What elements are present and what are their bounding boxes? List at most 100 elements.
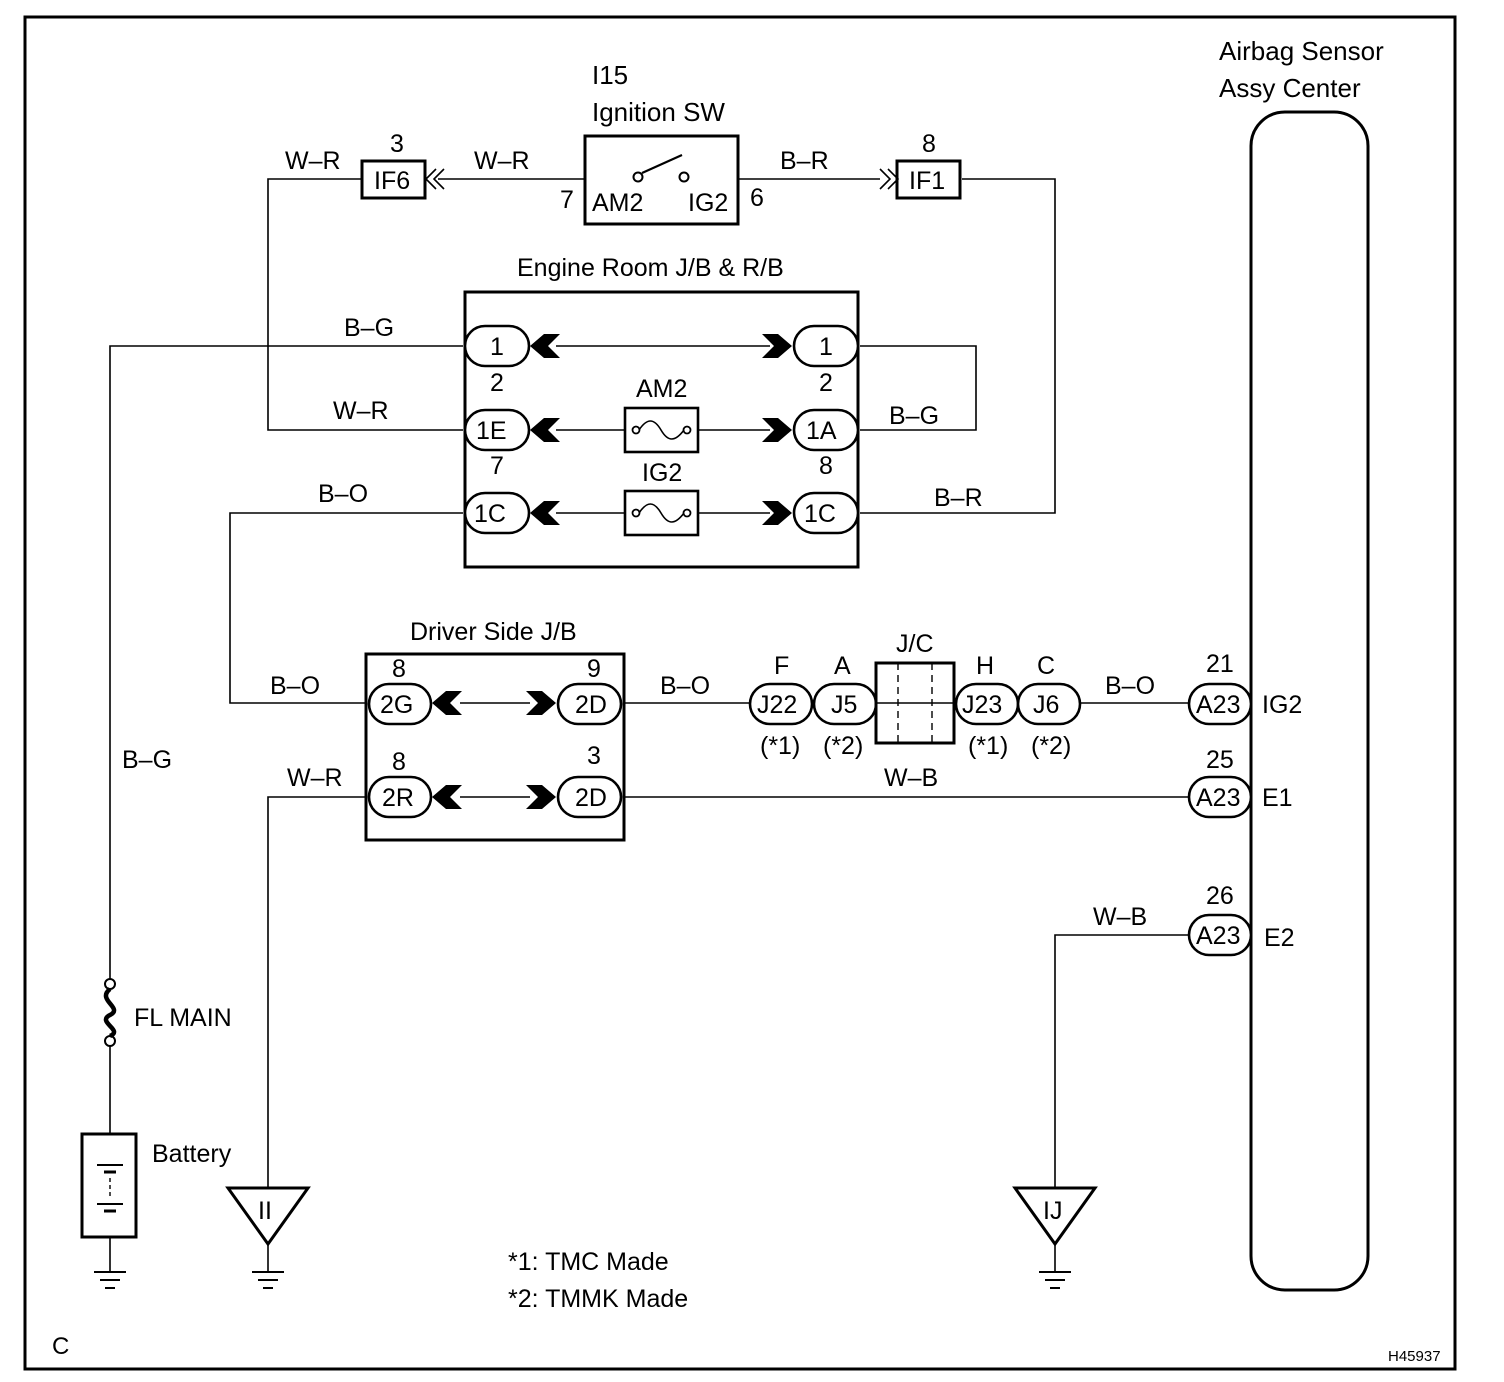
airbag-conn-a23-e1 [1187, 775, 1253, 819]
airbag-conn-a23-ig2 [1187, 682, 1253, 726]
connector-arrow-icon [530, 418, 560, 442]
erjb-left-label-3: 1C [474, 500, 506, 528]
airbag-term-e2: E2 [1264, 924, 1295, 952]
fuse-ig2-label: IG2 [642, 459, 682, 487]
ground-triangle-icon [1012, 1186, 1098, 1247]
j5-note: (*2) [823, 732, 863, 760]
djb-left-num-2: 8 [392, 748, 406, 776]
airbag-title-line2: Assy Center [1219, 73, 1361, 103]
connector-arrow-icon [432, 691, 462, 715]
j23-label: J23 [962, 691, 1002, 719]
ground-triangle-icon [225, 1186, 311, 1247]
if1-arrow-icon [879, 168, 900, 190]
erjb-left-label-1: 1 [490, 333, 504, 361]
wire-label: B–O [318, 480, 368, 508]
airbag-conn-a23-e2 [1187, 913, 1253, 957]
djb-right-conn-1 [556, 682, 623, 726]
wire-label: W–B [1093, 903, 1147, 931]
junction-connectors: F J22 (*1) A J5 (*2) J/C H J23 (*1) C J6… [748, 630, 1082, 760]
wire-label: B–O [270, 672, 320, 700]
djb-right-label-2: 2D [575, 784, 607, 812]
if6-pin: 3 [390, 130, 404, 158]
ignition-switch: I15 Ignition SW AM2 IG2 7 6 [560, 60, 764, 226]
djb-right-num-2: 3 [587, 742, 601, 770]
erjb-right-label-1: 1 [819, 333, 833, 361]
airbag-pin-21: 21 [1206, 650, 1234, 678]
if1-pin: 8 [922, 130, 936, 158]
djb-right-conn-2 [556, 775, 623, 819]
engine-room-jb-title: Engine Room J/B & R/B [517, 254, 784, 282]
wire-label: B–G [344, 314, 394, 342]
ignition-term-am2: AM2 [592, 189, 643, 217]
note-tmmk: *2: TMMK Made [508, 1285, 688, 1313]
fuse-am2-icon [638, 420, 685, 440]
battery-icon [80, 1132, 138, 1239]
j6-label: J6 [1033, 691, 1059, 719]
ignition-switch-name: Ignition SW [592, 97, 725, 127]
erjb-right-num-3: 8 [819, 452, 833, 480]
erjb-left-num-2: 2 [490, 369, 504, 397]
switch-blade [641, 153, 683, 175]
wires [109, 178, 1189, 1272]
wire-label: B–G [122, 746, 172, 774]
jc-label: J/C [896, 630, 934, 658]
wire-label: B–R [934, 484, 983, 512]
wire-label: W–R [333, 397, 389, 425]
erjb-left-conn-3 [463, 491, 531, 535]
ignition-term-ig2: IG2 [688, 189, 728, 217]
ignition-switch-ref: I15 [592, 60, 628, 90]
connector-if6: 3 IF6 [360, 130, 445, 200]
if6-arrow-icon [424, 168, 445, 190]
erjb-right-label-2: 1A [806, 417, 837, 445]
j22-note: (*1) [760, 732, 800, 760]
figure-id: H45937 [1388, 1348, 1441, 1365]
wire-color-labels: W–R W–R B–R B–G W–R B–G B–O B–R B–O B–O … [122, 147, 1155, 931]
ground-label-ii: II [258, 1197, 272, 1225]
j23-letter: H [976, 652, 994, 680]
wire-label: B–O [1105, 672, 1155, 700]
wire-label: B–R [780, 147, 829, 175]
connector-arrow-icon [432, 785, 462, 809]
erjb-left-num-3: 7 [490, 452, 504, 480]
switch-contact-right [678, 171, 690, 183]
ground-point-ii: II [225, 1186, 311, 1289]
j6-letter: C [1037, 652, 1055, 680]
djb-right-num-1: 9 [587, 655, 601, 683]
erjb-left-conn-2 [463, 408, 531, 452]
djb-left-conn-1 [367, 682, 433, 726]
j22-label: J22 [757, 691, 797, 719]
erjb-right-conn-3 [792, 491, 860, 535]
if6-label: IF6 [374, 167, 410, 195]
battery-label: Battery [152, 1140, 232, 1168]
fuse-am2-label: AM2 [636, 375, 687, 403]
corner-label: C [52, 1333, 69, 1360]
connector-if1: 8 IF1 [879, 130, 962, 200]
airbag-conn-label-3: A23 [1196, 922, 1240, 950]
airbag-conn-label-2: A23 [1196, 784, 1240, 812]
fusible-link-icon [103, 987, 117, 1039]
j23-note: (*1) [968, 732, 1008, 760]
connector-arrow-icon [530, 501, 560, 525]
ground-point-ij: IJ [1012, 1186, 1098, 1289]
erjb-right-num-2: 2 [819, 369, 833, 397]
ignition-pin-6: 6 [750, 184, 764, 212]
wire-label: W–B [884, 764, 938, 792]
erjb-right-conn-2 [792, 408, 860, 452]
erjb-left-label-2: 1E [476, 417, 507, 445]
ignition-switch-box [583, 134, 740, 226]
connector-arrow-icon [530, 334, 560, 358]
airbag-term-e1: E1 [1262, 784, 1293, 812]
driver-jb-title: Driver Side J/B [410, 618, 577, 646]
fuse-ig2-icon [638, 503, 685, 523]
ignition-pin-7: 7 [560, 186, 574, 214]
airbag-term-ig2: IG2 [1262, 691, 1302, 719]
wire-label: W–R [474, 147, 530, 175]
djb-left-num-1: 8 [392, 655, 406, 683]
battery: Battery [80, 1132, 232, 1239]
ground-label-ij: IJ [1043, 1197, 1062, 1225]
wire-label: B–G [889, 402, 939, 430]
junction-j22 [748, 682, 814, 726]
driver-jb-box [364, 652, 626, 842]
engine-room-jb: Engine Room J/B & R/B AM2 IG2 1 2 1E 7 1… [463, 254, 860, 569]
ground-battery [94, 1271, 126, 1289]
